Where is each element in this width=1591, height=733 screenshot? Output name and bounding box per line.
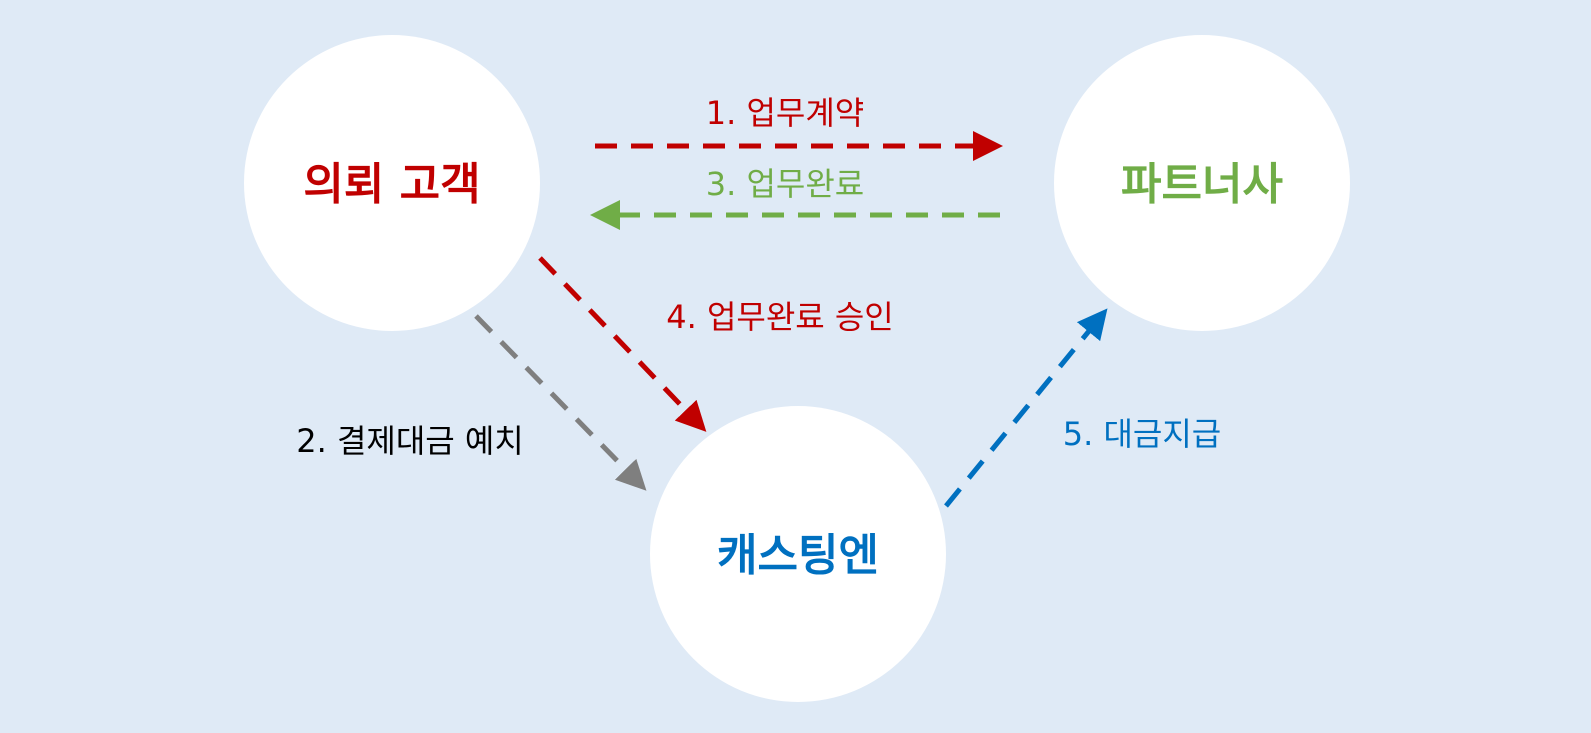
castingn-node — [650, 406, 946, 702]
partner-label: 파트너사 — [1121, 159, 1283, 210]
castingn-label: 캐스팅엔 — [717, 530, 879, 581]
partner-node — [1054, 35, 1350, 331]
step4-label: 4. 업무완료 승인 — [666, 298, 894, 336]
arrow-approve — [538, 256, 707, 432]
step2-label: 2. 결제대금 예치 — [296, 422, 524, 460]
step5-label: 5. 대금지급 — [1063, 415, 1221, 453]
step1-label: 1. 업무계약 — [706, 94, 864, 132]
client-label: 의뢰 고객 — [303, 159, 480, 210]
arrow-payment — [944, 308, 1108, 508]
client-node — [244, 35, 540, 331]
step3-label: 3. 업무완료 — [706, 165, 864, 203]
arrow-deposit — [474, 314, 647, 491]
